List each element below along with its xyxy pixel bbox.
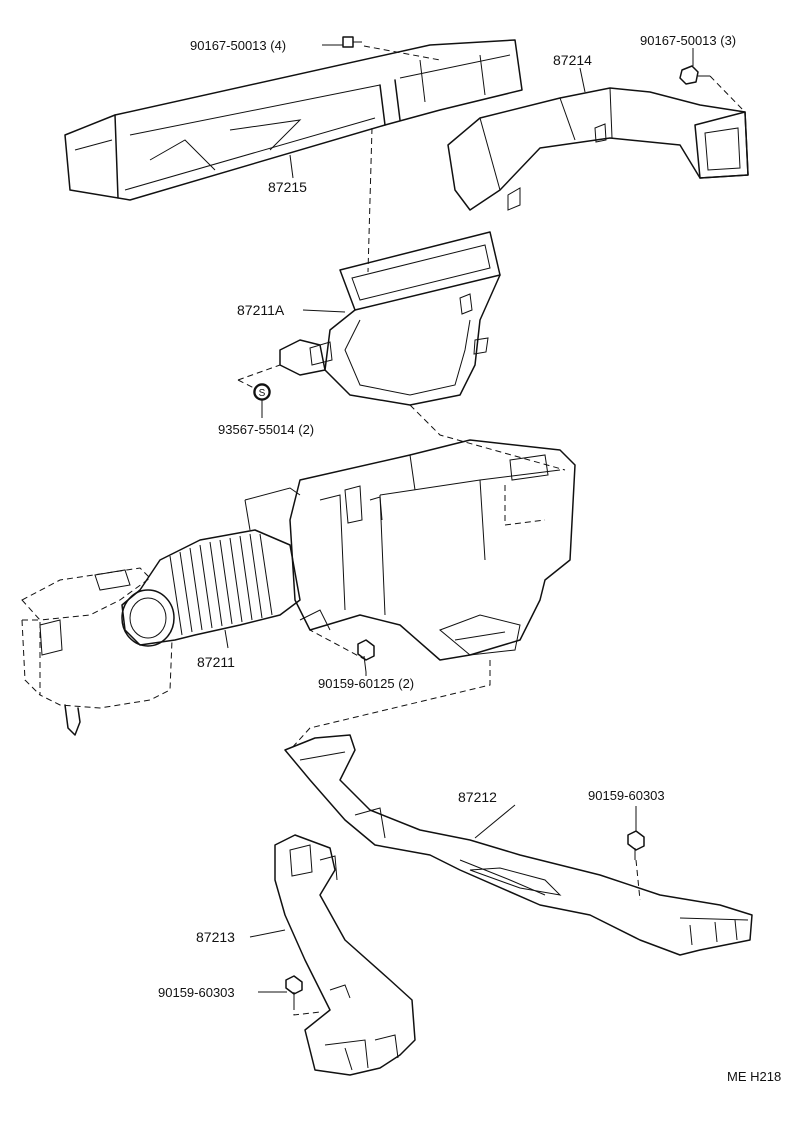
label-washer-symbol: S: [259, 388, 266, 399]
label-duct-87211: 87211: [197, 654, 235, 670]
label-clip-top-right: 90167-50013 (3): [640, 33, 736, 48]
label-duct-87212: 87212: [458, 789, 497, 805]
label-screw-middle: 90159-60125 (2): [318, 676, 414, 691]
assembly-guide-lines: [237, 45, 746, 1016]
screw-middle-drawing: [357, 639, 375, 673]
label-duct-87213: 87213: [196, 929, 235, 945]
screw-left-drawing: [285, 975, 303, 1004]
blower-housing-drawing: [21, 567, 173, 736]
duct-87213-drawing: [274, 834, 416, 1076]
bellows-duct-87211-drawing: [121, 529, 301, 647]
leader-lines: [224, 44, 694, 993]
clip-top-right-drawing: [679, 65, 710, 85]
label-figure-code: ME H218: [727, 1069, 781, 1084]
label-clip-top-left: 90167-50013 (4): [190, 38, 286, 53]
screw-right-drawing: [627, 830, 645, 860]
label-duct-87215: 87215: [268, 179, 307, 195]
label-washer: 93567-55014 (2): [218, 422, 314, 437]
clip-top-left-drawing: [342, 36, 362, 48]
duct-87214-drawing: [447, 87, 749, 211]
washer-symbol-circle: [254, 384, 270, 400]
heater-unit-drawing: [244, 439, 576, 661]
label-duct-87214: 87214: [553, 52, 592, 68]
duct-87211A-drawing: [279, 231, 501, 406]
label-screw-right: 90159-60303: [588, 788, 665, 803]
label-duct-87211A: 87211A: [237, 302, 285, 318]
duct-87212-drawing: [284, 734, 753, 956]
label-screw-left: 90159-60303: [158, 985, 235, 1000]
duct-87215-drawing: [64, 39, 523, 201]
